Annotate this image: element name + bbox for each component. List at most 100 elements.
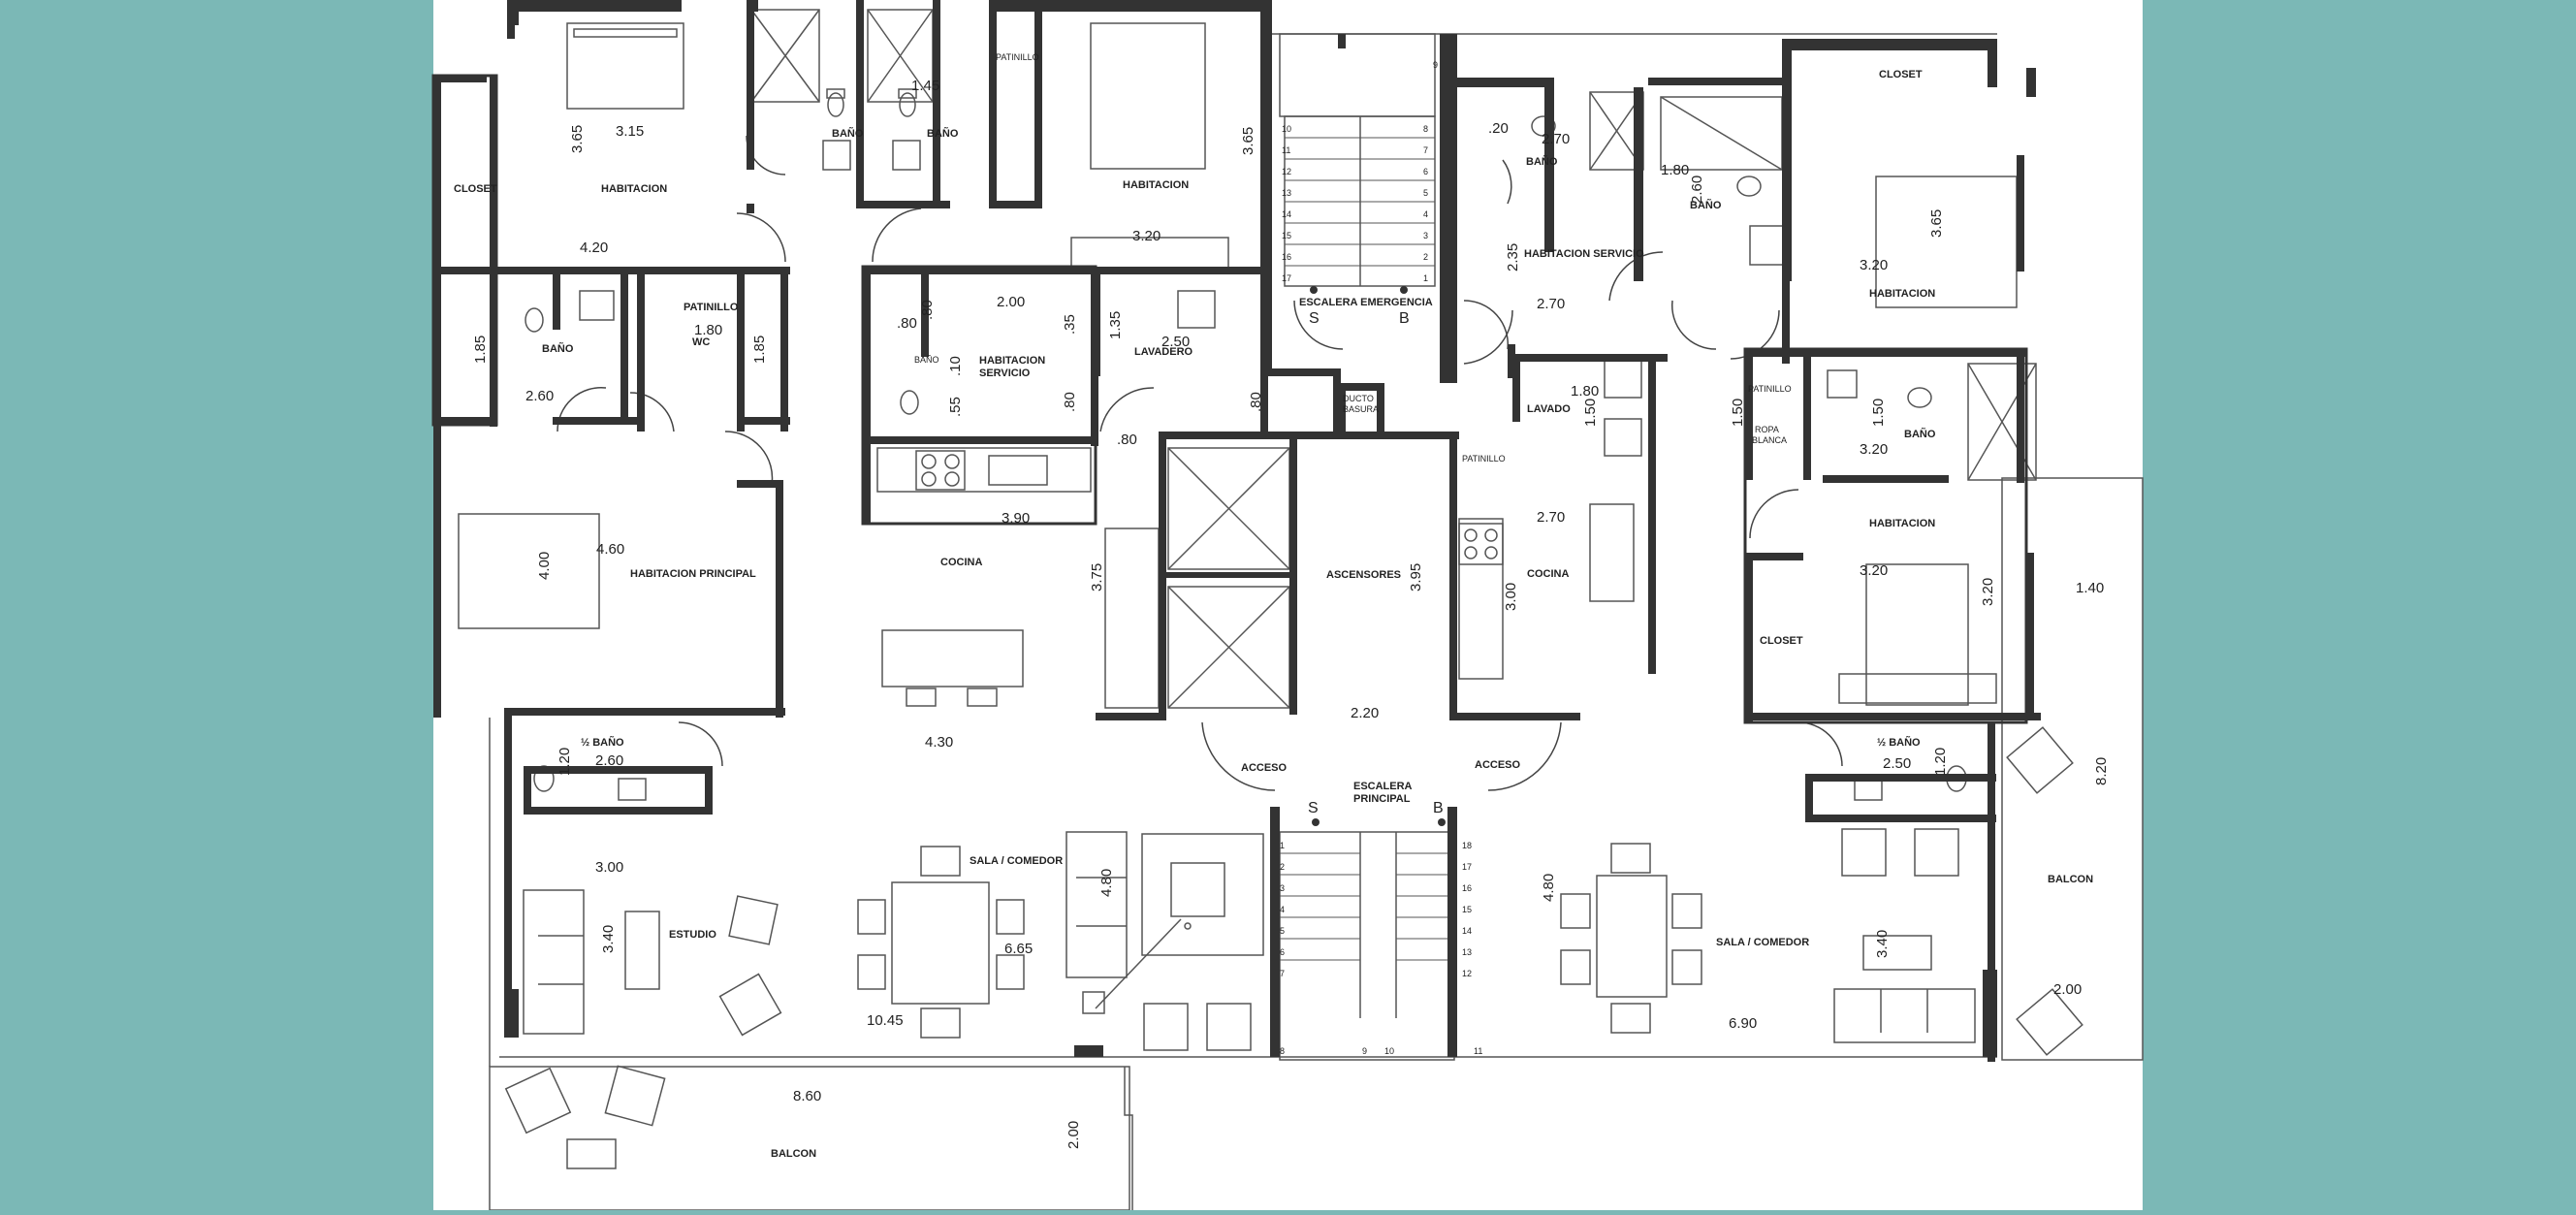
armchair-icon — [728, 895, 779, 945]
stair-step-number: 9 — [1362, 1046, 1367, 1056]
armchair-icon — [2016, 988, 2083, 1056]
dim-label: 3.95 — [1408, 563, 1424, 592]
room-label-hab-servicio-e: HABITACION SERVICIO — [1524, 248, 1644, 260]
stair-step-number: 14 — [1282, 209, 1291, 219]
stair-step-number: 13 — [1462, 947, 1472, 957]
room-label-habitacion-ne: HABITACION — [1869, 288, 1935, 300]
paper-sheet — [433, 0, 2143, 1210]
dim-label: 3.40 — [1874, 930, 1891, 958]
toilet-icon — [1736, 176, 1762, 197]
door-swing-arc — [736, 212, 786, 263]
dim-label: 10.45 — [867, 1012, 904, 1029]
stair-step-number: 12 — [1462, 969, 1472, 978]
stair-step-number: 3 — [1280, 883, 1285, 893]
dim-label: .80 — [897, 315, 917, 332]
dining-table-icon — [1560, 843, 1702, 1034]
dim-label: 2.70 — [1537, 296, 1565, 312]
dimensions: 3.65 3.15 4.20 1.45 3.65 3.20 1.85 2.60 … — [472, 78, 2110, 1149]
dim-label: .55 — [947, 397, 964, 417]
stair-step-number: 10 — [1282, 124, 1291, 134]
dim-label: 8.20 — [2093, 757, 2110, 785]
room-label-ropa-1: ROPA — [1755, 425, 1779, 434]
stair-step-number: 6 — [1280, 947, 1285, 957]
stair-step-number: 2 — [1423, 252, 1428, 262]
dim-label: 2.00 — [997, 294, 1025, 310]
stair-letters: S B S B 9 — [1308, 60, 1444, 816]
dim-label: 3.65 — [569, 125, 586, 153]
door-swing-arc — [872, 208, 922, 263]
room-label-patinillo-e: PATINILLO — [1462, 454, 1506, 464]
room-label-bano-w: BAÑO — [542, 342, 574, 355]
dim-label: 1.80 — [694, 322, 722, 338]
dim-label: 6.90 — [1729, 1015, 1757, 1032]
room-label-escalera-principal-1: ESCALERA — [1353, 781, 1413, 792]
door-swing-arc — [1749, 489, 1799, 539]
dim-label: 3.20 — [1860, 257, 1888, 273]
room-label-medio-bano-w: ½ BAÑO — [581, 736, 624, 749]
dim-label: .80 — [1062, 392, 1078, 412]
room-label-habitacion-e: HABITACION — [1869, 518, 1935, 529]
room-label-acceso-w: ACCESO — [1241, 762, 1288, 774]
room-label-bano-ne: BAÑO — [1690, 199, 1722, 211]
stair-step-number: 14 — [1462, 926, 1472, 936]
room-label-habitacion-nw: HABITACION — [601, 183, 667, 195]
dim-label: 4.80 — [1541, 874, 1557, 902]
dim-label: 1.80 — [1661, 162, 1689, 178]
stair-step-number: 10 — [1384, 1046, 1394, 1056]
room-label-closet-nw: CLOSET — [454, 183, 497, 195]
dim-label: 4.60 — [596, 541, 624, 558]
room-label-bano-e2: BAÑO — [1904, 428, 1936, 440]
wall-outlines — [431, 74, 2028, 724]
stair-step-number: 4 — [1423, 209, 1428, 219]
door-swing-arc — [1463, 309, 1513, 365]
room-label-lavado: LAVADO — [1527, 403, 1571, 415]
stair-step-number: 17 — [1282, 273, 1291, 283]
room-label-lavadero: LAVADERO — [1134, 346, 1193, 358]
sofa-icon — [523, 889, 585, 1035]
dim-label: 4.00 — [536, 552, 553, 580]
stair-step-number: 7 — [1423, 145, 1428, 155]
armchair-icon — [1841, 828, 1959, 877]
stair-step-number: 1 — [1423, 273, 1428, 283]
bed-icon — [458, 513, 600, 629]
room-label-hab-servicio-1: HABITACION — [979, 355, 1045, 367]
bed-icon — [566, 22, 684, 110]
stair-step-number: 15 — [1462, 905, 1472, 914]
room-label-medio-bano-e: ½ BAÑO — [1877, 736, 1921, 749]
dim-label: 1.20 — [1932, 748, 1949, 776]
dim-label: 1.50 — [1730, 399, 1746, 427]
dim-label: .20 — [1488, 120, 1509, 137]
dim-label: 2.50 — [1883, 755, 1911, 772]
toilet-icon — [525, 307, 544, 333]
dining-table-icon — [857, 846, 1025, 1039]
sofa-icon — [1833, 988, 1976, 1043]
stair-markers — [1310, 286, 1446, 826]
dim-label: 1.50 — [1870, 399, 1887, 427]
bed-icon — [1838, 563, 1997, 706]
stair-step-number: 2 — [1280, 862, 1285, 872]
room-label-balcon-s: BALCON — [771, 1148, 816, 1160]
dim-label: 2.70 — [1537, 509, 1565, 526]
stair-step-number: 12 — [1282, 167, 1291, 176]
dim-label: 1.45 — [911, 78, 939, 94]
room-label-patinillo-w: PATINILLO — [684, 302, 739, 313]
dim-label: 2.70 — [1542, 131, 1570, 147]
dim-label: 2.60 — [1689, 176, 1705, 204]
dim-label: 1.85 — [472, 336, 489, 364]
sink-icon — [579, 290, 1216, 329]
room-label-sala-comedor-e: SALA / COMEDOR — [1716, 937, 1809, 948]
room-label-ducto-2: BASURA — [1343, 404, 1379, 414]
dim-label: 3.15 — [616, 123, 644, 140]
dim-label: 1.40 — [2076, 580, 2104, 596]
dim-label: 4.20 — [580, 240, 608, 256]
dim-label: 2.00 — [2053, 981, 2082, 998]
dim-label: 3.20 — [1860, 562, 1888, 579]
dim-label: 1.35 — [1107, 311, 1124, 339]
room-label-balcon-e: BALCON — [2048, 874, 2093, 885]
door-swing-arc — [1099, 387, 1155, 432]
dim-label: 4.30 — [925, 734, 953, 751]
room-label-habitacion-n: HABITACION — [1123, 179, 1189, 191]
